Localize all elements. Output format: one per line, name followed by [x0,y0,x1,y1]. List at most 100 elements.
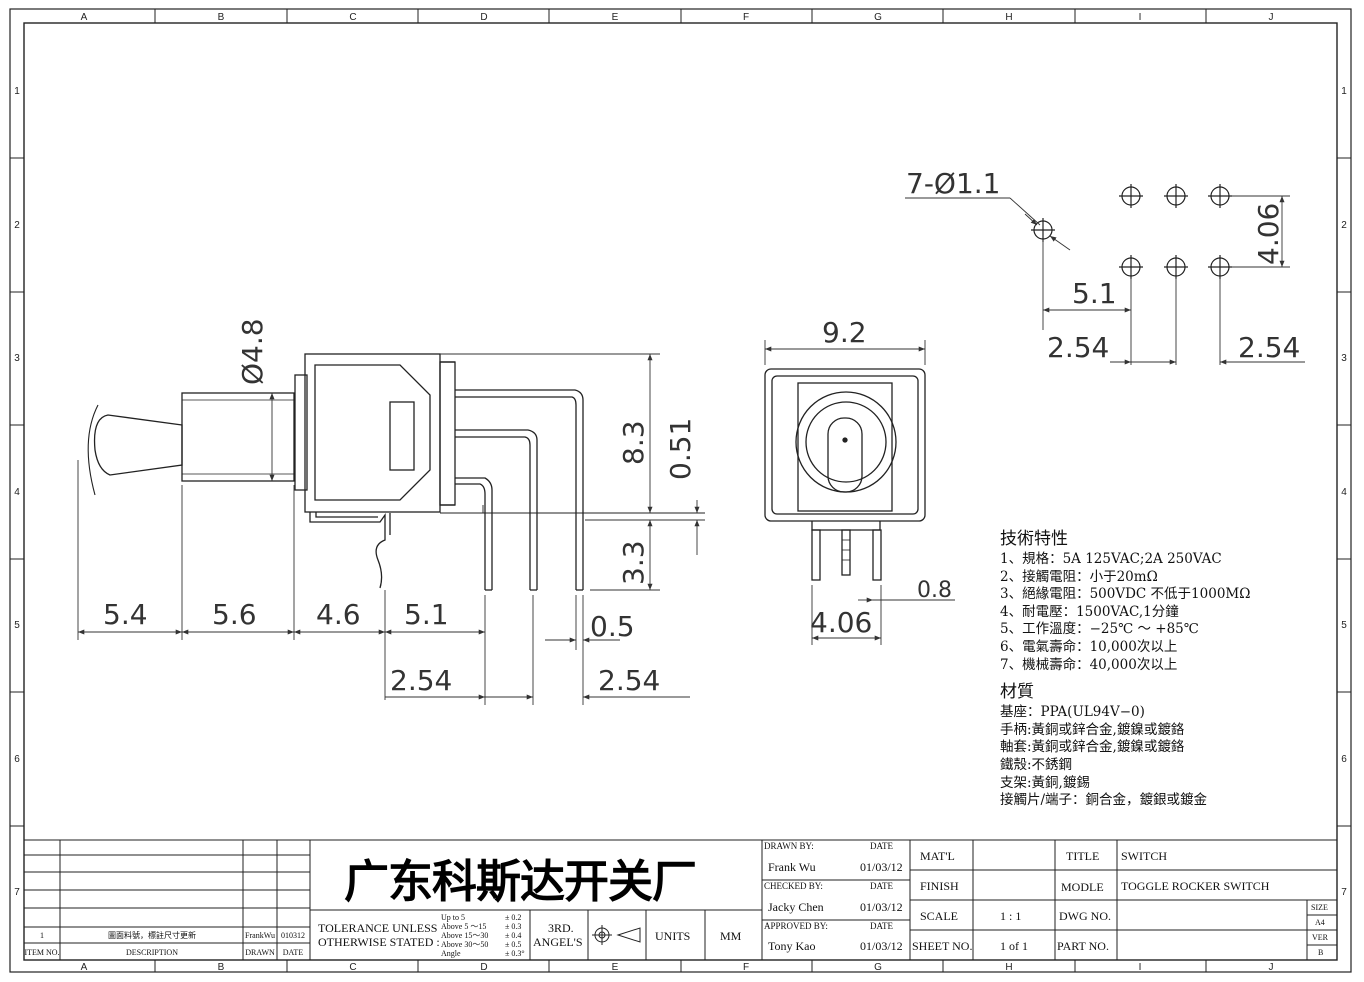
sheet-label: SHEET NO. [912,939,972,953]
drawn-date: 01/03/12 [860,860,903,874]
tol-range-1: Up to 5 [441,913,465,922]
drawing-fields: MAT'L FINISH SCALE 1 : 1 SHEET NO. 1 of … [912,849,1329,957]
spec-item: 5、工作溫度：−25℃ ～ +85℃ [1000,621,1199,638]
col-d-bottom: D [480,962,487,973]
bushing [181,392,295,482]
spec-item: 3、絕緣電阻：500VDC 不低于1000MΩ [1000,586,1251,603]
dim-5-6: 5.6 [212,598,257,631]
row-5-left: 5 [14,620,20,631]
checked-by-label: CHECKED BY: [764,881,823,891]
col-j-top: J [1269,12,1274,23]
side-view-dim-text: Ø4.8 8.3 0.51 3.3 5.4 5.6 4.6 5.1 0.5 2.… [103,318,697,697]
col-e-bottom: E [612,962,619,973]
toggle-lever [93,414,183,476]
angle-label-1: 3RD. [548,921,574,935]
rev-drawn-header: DRAWN [245,948,275,957]
rev-date-header: DATE [283,948,304,957]
dim-4-06-pcb: 4.06 [1252,203,1285,265]
row-5-right: 5 [1341,620,1347,631]
switch-body [304,353,441,513]
sheet-value: 1 of 1 [1000,939,1028,953]
col-b-top: B [218,12,225,23]
dim-4-6: 4.6 [316,598,361,631]
projection-symbol-icon [592,925,641,945]
company-name: 广东科斯达开关厂 [344,855,697,908]
row-2-right: 2 [1341,220,1347,231]
col-j-bottom: J [1269,962,1274,973]
scale-label: SCALE [920,909,958,923]
pcb-dimensions [905,195,1305,365]
row-4-left: 4 [14,487,20,498]
col-c-top: C [349,12,356,23]
tol-range-2: Above 5 ～15 [441,922,486,931]
sheet-border [9,8,1352,973]
tol-value-2: ± 0.3 [505,922,521,931]
side-view [87,353,705,591]
rev-description: 圖面料號，標註尺寸更新 [108,930,196,940]
tol-value-3: ± 0.4 [505,931,521,940]
front-view-dimensions [764,340,955,645]
dim-9-2: 9.2 [822,316,867,349]
side-view-dimensions [77,353,705,705]
front-view [764,368,926,581]
spec-item: 1、規格：5A 125VAC;2A 250VAC [1000,551,1222,567]
col-h-top: H [1005,12,1012,23]
title-value: SWITCH [1121,849,1167,863]
units-label: UNITS [655,929,690,943]
materials-title: 材質 [1000,682,1034,703]
col-c-bottom: C [349,962,356,973]
dim-3-3: 3.3 [617,540,650,585]
col-d-top: D [480,12,487,23]
drawn-date-label: DATE [870,841,893,851]
specifications-panel: 技術特性 1、規格：5A 125VAC;2A 250VAC 2、接觸電阻：小于2… [1000,527,1320,810]
front-body [764,368,926,522]
col-b-bottom: B [218,962,225,973]
spec-item: 6、電氣壽命：10,000次以上 [1000,638,1178,655]
tol-value-5: ± 0.3° [505,949,525,958]
dim-phi48: Ø4.8 [236,318,269,385]
front-lever [827,417,863,493]
drawn-by: Frank Wu [768,860,816,874]
row-2-left: 2 [14,220,20,231]
material-item: 支架:黃銅,鍍錫 [1000,774,1090,791]
rev-item: 1 [40,931,44,940]
model-value: TOGGLE ROCKER SWITCH [1121,879,1270,893]
checked-by: Jacky Chen [768,900,824,914]
signature-block: DRAWN BY: DATE Frank Wu 01/03/12 CHECKED… [764,841,903,953]
col-i-top: I [1139,12,1142,23]
col-f-bottom: F [743,962,749,973]
dim-2-54-left: 2.54 [390,664,452,697]
tol-value-1: ± 0.2 [505,913,521,922]
row-1-left: 1 [14,86,20,97]
approved-by-label: APPROVED BY: [764,921,828,931]
material-item: 基座：PPA(UL94V−0) [1000,704,1145,721]
part-label: PART NO. [1057,939,1109,953]
dim-2-54-pcb-left: 2.54 [1047,331,1109,364]
rev-item-header: ITEM NO. [24,948,59,957]
front-view-dim-text: 9.2 4.06 0.8 [810,316,952,639]
title-block [24,839,1337,960]
scale-value: 1 : 1 [1000,909,1021,923]
dim-0-5: 0.5 [590,610,635,643]
row-1-right: 1 [1341,86,1347,97]
approved-date: 01/03/12 [860,939,903,953]
revision-table: 1 圖面料號，標註尺寸更新 FrankWu 010312 ITEM NO. DE… [24,930,305,957]
spec-item: 7、機械壽命：40,000次以上 [1000,656,1178,673]
col-a-top: A [81,12,88,23]
row-7-left: 7 [14,887,20,898]
material-item: 接觸片/端子：銅合金，鍍銀或鍍金 [1000,792,1208,809]
material-item: 鐵殼:不銹鋼 [1000,756,1073,773]
size-label: SIZE [1311,903,1328,912]
zone-labels: A B C D E F G H I J A B C D E F G H I J … [14,12,1347,973]
tol-value-4: ± 0.5 [505,940,521,949]
zone-ticks [10,9,1351,972]
dim-2-54-pcb-right: 2.54 [1238,331,1300,364]
tol-range-4: Above 30～50 [441,940,488,949]
dim-8-3: 8.3 [617,420,650,465]
checked-date-label: DATE [870,881,893,891]
row-6-left: 6 [14,754,20,765]
tol-range-3: Above 15～30 [441,931,488,940]
specs-title: 技術特性 [1000,529,1068,549]
tolerance-label-2: OTHERWISE STATED : [318,935,440,949]
dim-0-51: 0.51 [664,418,697,480]
